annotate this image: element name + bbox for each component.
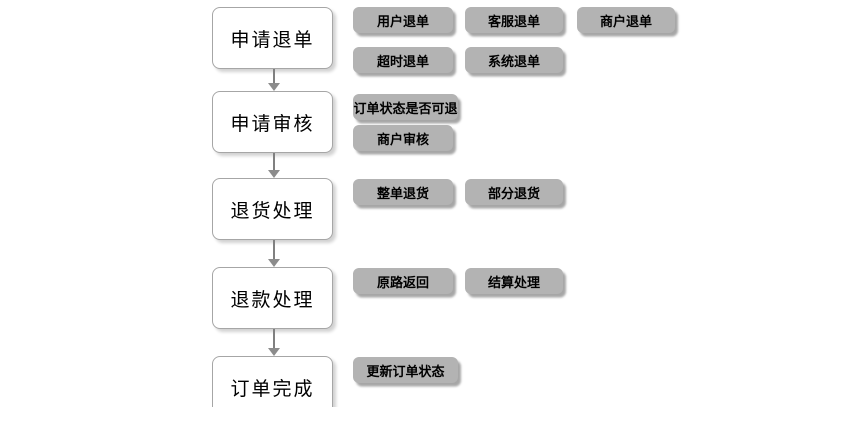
chip-merchant-refund-label: 商户退单 — [599, 13, 652, 29]
node-apply-refund: 申请退单 — [212, 7, 333, 69]
arrow-down-icon — [268, 348, 280, 356]
node-order-complete-label: 订单完成 — [230, 378, 315, 400]
node-refund-processing-label: 退款处理 — [230, 289, 315, 311]
chip-full-order-return-label: 整单退货 — [376, 185, 429, 201]
chip-timeout-refund: 超时退单 — [353, 47, 453, 73]
chip-merchant-refund: 商户退单 — [577, 7, 675, 33]
node-refund-processing: 退款处理 — [212, 267, 333, 329]
chip-order-status-refundable-label: 订单状态是否可退 — [353, 100, 458, 116]
chip-settlement-processing-label: 结算处理 — [487, 274, 540, 290]
chip-full-order-return: 整单退货 — [353, 179, 453, 205]
chip-order-status-refundable: 订单状态是否可退 — [353, 94, 458, 120]
arrow-shaft — [273, 153, 275, 170]
chip-timeout-refund-label: 超时退单 — [376, 53, 429, 69]
chip-user-refund-label: 用户退单 — [376, 13, 429, 29]
chip-original-route-refund: 原路返回 — [353, 268, 453, 294]
chip-system-refund: 系统退单 — [465, 47, 563, 73]
connector-arrow-3 — [267, 240, 281, 267]
connector-arrow-4 — [267, 329, 281, 356]
arrow-down-icon — [268, 83, 280, 91]
node-return-goods-processing: 退货处理 — [212, 178, 333, 240]
chip-partial-return-label: 部分退货 — [487, 185, 540, 201]
arrow-shaft — [273, 329, 275, 348]
chip-settlement-processing: 结算处理 — [465, 268, 563, 294]
chip-customer-service-refund-label: 客服退单 — [487, 13, 540, 29]
node-application-review: 申请审核 — [212, 91, 333, 153]
arrow-shaft — [273, 240, 275, 259]
chip-merchant-review-label: 商户审核 — [376, 131, 429, 147]
arrow-down-icon — [268, 259, 280, 267]
chip-customer-service-refund: 客服退单 — [465, 7, 563, 33]
chip-merchant-review: 商户审核 — [353, 125, 453, 151]
chip-original-route-refund-label: 原路返回 — [376, 274, 429, 290]
chip-partial-return: 部分退货 — [465, 179, 563, 205]
arrow-shaft — [273, 69, 275, 83]
arrow-down-icon — [268, 170, 280, 178]
node-return-goods-processing-label: 退货处理 — [230, 200, 315, 222]
node-order-complete: 订单完成 — [212, 356, 333, 407]
chip-system-refund-label: 系统退单 — [487, 53, 540, 69]
node-apply-refund-label: 申请退单 — [230, 29, 315, 51]
chip-user-refund: 用户退单 — [353, 7, 453, 33]
chip-update-order-status-label: 更新订单状态 — [366, 363, 445, 379]
node-application-review-label: 申请审核 — [230, 113, 315, 135]
connector-arrow-2 — [267, 153, 281, 178]
flowchart-clip-area: 申请退单 申请审核 退货处理 退款处理 订单完成 — [212, 7, 675, 407]
connector-arrow-1 — [267, 69, 281, 91]
chip-update-order-status: 更新订单状态 — [353, 357, 458, 383]
